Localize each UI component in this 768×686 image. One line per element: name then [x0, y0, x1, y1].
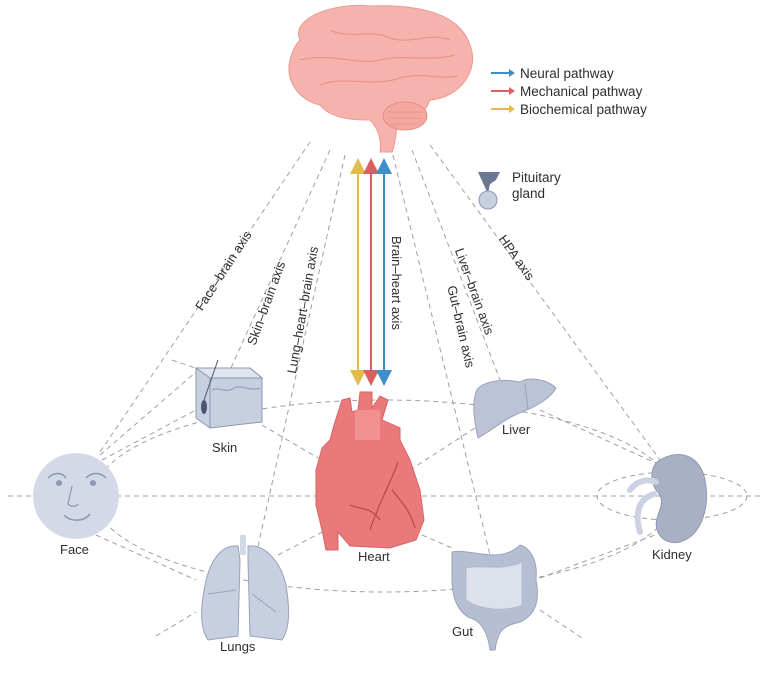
blue-arrow-icon — [491, 69, 515, 77]
organ-label-kidney: Kidney — [652, 547, 692, 562]
organ-label-lungs: Lungs — [220, 639, 256, 654]
organ-label-face: Face — [60, 542, 89, 557]
pituitary-label-line1: Pituitary — [512, 170, 561, 185]
legend-label: Biochemical pathway — [520, 101, 647, 117]
lungs-illustration — [201, 535, 290, 641]
brain-illustration — [288, 4, 474, 153]
pituitary-gland-icon — [478, 172, 500, 210]
heart-illustration — [315, 391, 425, 551]
organ-label-heart: Heart — [358, 549, 390, 564]
organ-label-liver: Liver — [502, 422, 531, 437]
yellow-arrow-icon — [491, 105, 515, 113]
red-arrow-icon — [491, 87, 515, 95]
face-illustration — [33, 453, 119, 539]
organ-label-gut: Gut — [452, 624, 473, 639]
legend-label: Neural pathway — [520, 65, 614, 81]
skin-illustration — [194, 359, 264, 429]
liver-illustration — [473, 378, 557, 439]
pituitary-label-line2: gland — [512, 186, 546, 201]
kidney-illustration — [627, 454, 708, 544]
legend-item-mechanical: Mechanical pathway — [490, 82, 647, 100]
legend: Neural pathway Mechanical pathway Bioche… — [490, 64, 647, 118]
legend-item-neural: Neural pathway — [490, 64, 647, 82]
pituitary-label: Pituitary gland — [512, 170, 561, 202]
organ-label-skin: Skin — [212, 440, 238, 455]
gut-illustration — [451, 544, 538, 651]
legend-label: Mechanical pathway — [520, 83, 643, 99]
axis-label-brain-heart: Brain–heart axis — [389, 236, 404, 330]
legend-item-biochemical: Biochemical pathway — [490, 100, 647, 118]
